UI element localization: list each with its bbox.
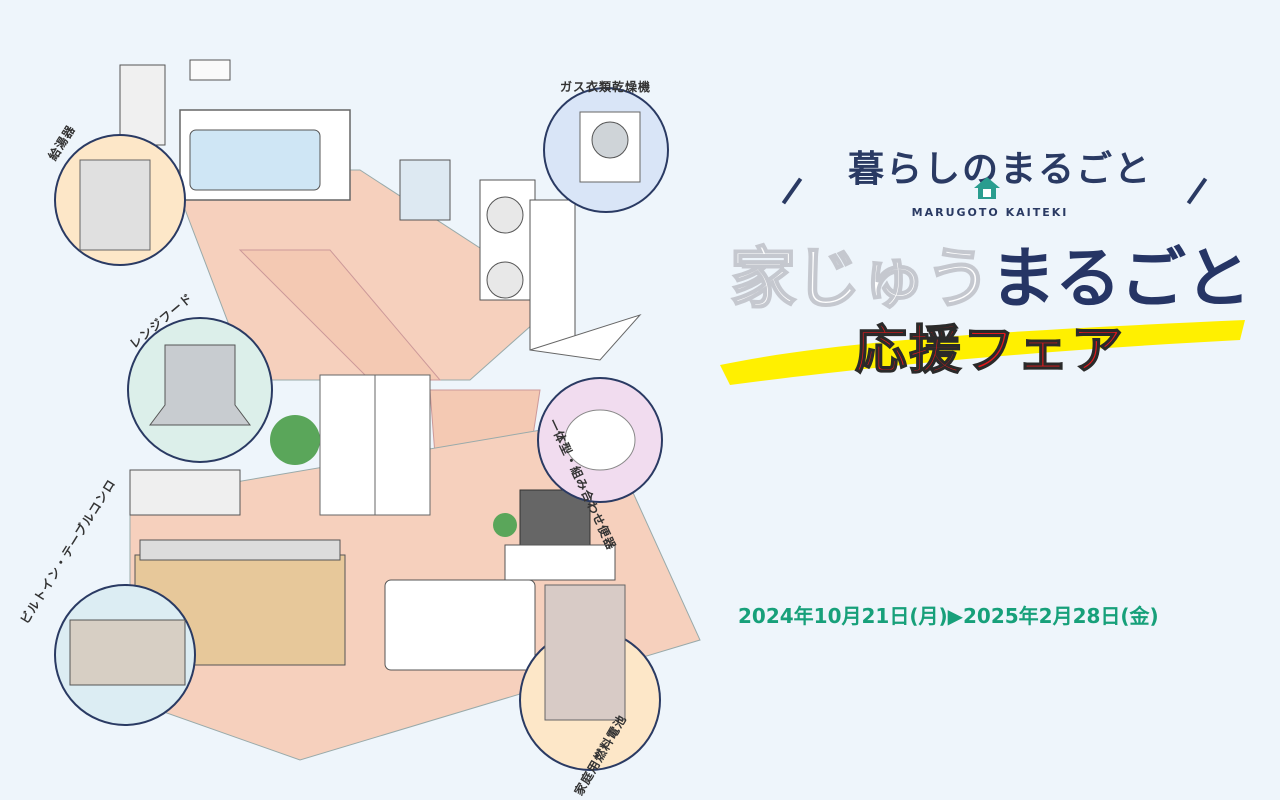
bubble-range-hood (127, 317, 273, 463)
bubble-stove (54, 584, 196, 726)
bubble-gas-dryer (543, 87, 669, 213)
headline-light: 家じゅう (729, 239, 992, 318)
brand-name: MARUGOTO KAITEKI (911, 206, 1069, 219)
headline-dark: まるごと (990, 240, 1251, 317)
fair-title: 応援フェア (854, 320, 1125, 382)
yellow-brush-stroke (720, 320, 1245, 385)
bubble-fuel-cell (519, 584, 661, 771)
label-gas-dryer: ガス衣類乾燥機 (560, 80, 652, 94)
bubble-toilet (537, 377, 663, 503)
house-icon (974, 177, 1000, 199)
tagline: 暮らしのまるごと (847, 149, 1152, 190)
campaign-dates: 2024年10月21日(月)▶2025年2月28日(金) (738, 604, 1159, 628)
promo-block: 暮らしのまるごと MARUGOTO KAITEKI 家じゅうまるごと 応援フェア… (720, 140, 1260, 640)
bubble-water-heater (54, 134, 186, 266)
headline: 家じゅうまるごと (729, 225, 1251, 321)
upper-floor (119, 59, 642, 381)
